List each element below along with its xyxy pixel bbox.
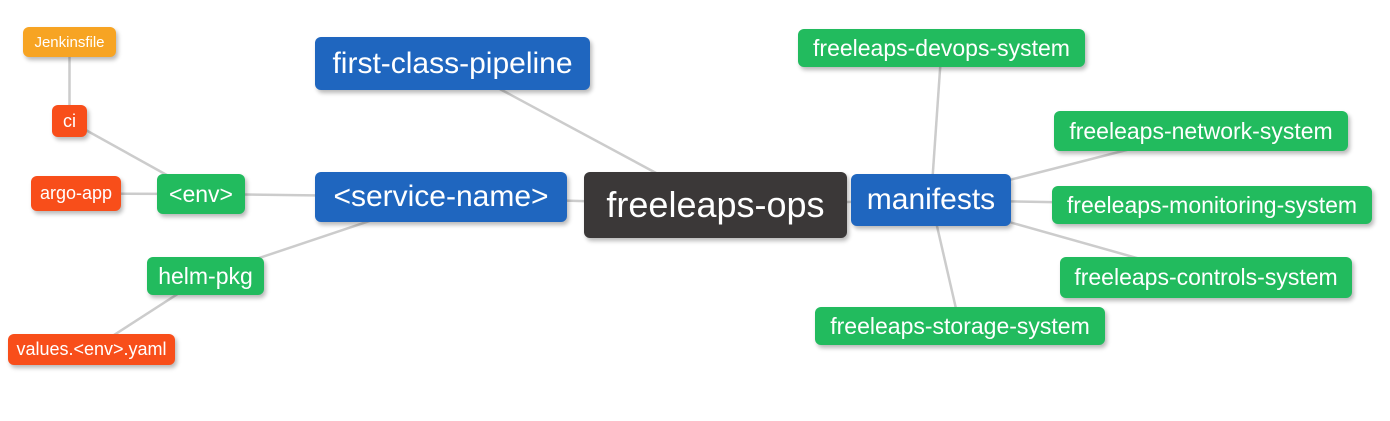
node-label-jenkinsfile: Jenkinsfile xyxy=(34,33,105,51)
node-manifests[interactable]: manifests xyxy=(851,174,1011,226)
node-label-freeleaps-network-system: freeleaps-network-system xyxy=(1069,117,1333,144)
node-label-values-env-yaml: values.<env>.yaml xyxy=(16,339,167,359)
node-env[interactable]: <env> xyxy=(157,174,245,214)
node-label-freeleaps-storage-system: freeleaps-storage-system xyxy=(830,312,1090,339)
node-service-name[interactable]: <service-name> xyxy=(315,172,567,222)
node-argo-app[interactable]: argo-app xyxy=(31,176,121,211)
node-label-freeleaps-monitoring-system: freeleaps-monitoring-system xyxy=(1066,191,1358,218)
node-label-env: <env> xyxy=(169,180,233,207)
node-helm-pkg[interactable]: helm-pkg xyxy=(147,257,264,295)
node-freeleaps-monitoring-system[interactable]: freeleaps-monitoring-system xyxy=(1052,186,1372,224)
node-label-ci: ci xyxy=(63,110,76,131)
node-values-env-yaml[interactable]: values.<env>.yaml xyxy=(8,334,175,365)
node-freeleaps-devops-system[interactable]: freeleaps-devops-system xyxy=(798,29,1085,67)
node-label-service-name: <service-name> xyxy=(333,180,549,213)
node-label-first-class-pipeline: first-class-pipeline xyxy=(332,46,573,80)
node-jenkinsfile[interactable]: Jenkinsfile xyxy=(23,27,116,57)
node-label-argo-app: argo-app xyxy=(39,183,113,203)
node-label-manifests: manifests xyxy=(866,183,996,216)
node-freeleaps-network-system[interactable]: freeleaps-network-system xyxy=(1054,111,1348,151)
node-freeleaps-controls-system[interactable]: freeleaps-controls-system xyxy=(1060,257,1352,298)
node-label-freeleaps-devops-system: freeleaps-devops-system xyxy=(813,34,1070,61)
node-label-freeleaps-controls-system: freeleaps-controls-system xyxy=(1074,264,1338,290)
node-label-helm-pkg: helm-pkg xyxy=(158,262,253,289)
node-ci[interactable]: ci xyxy=(52,105,87,137)
node-first-class-pipeline[interactable]: first-class-pipeline xyxy=(315,37,590,90)
node-label-freeleaps-ops: freeleaps-ops xyxy=(606,184,825,225)
node-freeleaps-storage-system[interactable]: freeleaps-storage-system xyxy=(815,307,1105,345)
node-freeleaps-ops[interactable]: freeleaps-ops xyxy=(584,172,847,238)
